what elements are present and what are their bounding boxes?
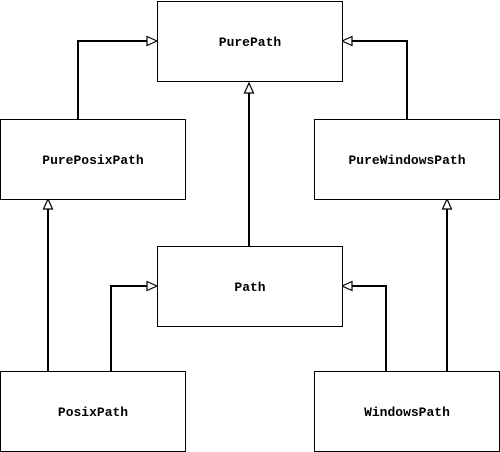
node-purewindowspath: PureWindowsPath: [314, 119, 500, 200]
edge-purewindowspath-to-purepath: [352, 40, 408, 119]
node-label-purepath: PurePath: [219, 35, 282, 50]
edges: [42, 35, 453, 372]
arrowhead-windowspath-to-purewindowspath: [441, 197, 453, 210]
arrowhead-posixpath-to-pureposixpath: [42, 197, 54, 210]
node-purepath: PurePath: [157, 1, 343, 82]
arrowhead-posixpath-to-path: [146, 280, 159, 292]
node-label-purewindowspath: PureWindowsPath: [348, 153, 465, 168]
node-box-purepath: [157, 1, 343, 82]
node-box-path: [157, 246, 343, 327]
node-box-purewindowspath: [314, 119, 500, 200]
arrowhead-purewindowspath-to-purepath: [340, 35, 353, 47]
node-path: Path: [157, 246, 343, 327]
node-label-path: Path: [234, 280, 265, 295]
edge-pureposixpath-to-purepath: [77, 40, 147, 119]
edge-posixpath-to-path: [110, 285, 147, 372]
node-box-pureposixpath: [0, 119, 186, 200]
node-box-posixpath: [0, 371, 186, 452]
node-label-posixpath: PosixPath: [58, 405, 128, 420]
arrowhead-windowspath-to-path: [340, 280, 353, 292]
node-label-pureposixpath: PurePosixPath: [42, 153, 144, 168]
edge-windowspath-to-path: [352, 285, 387, 372]
node-pureposixpath: PurePosixPath: [0, 119, 186, 200]
node-posixpath: PosixPath: [0, 371, 186, 452]
node-label-windowspath: WindowsPath: [364, 405, 450, 420]
node-windowspath: WindowsPath: [314, 371, 500, 452]
arrowhead-pureposixpath-to-purepath: [146, 35, 159, 47]
arrowhead-path-to-purepath: [243, 81, 255, 94]
